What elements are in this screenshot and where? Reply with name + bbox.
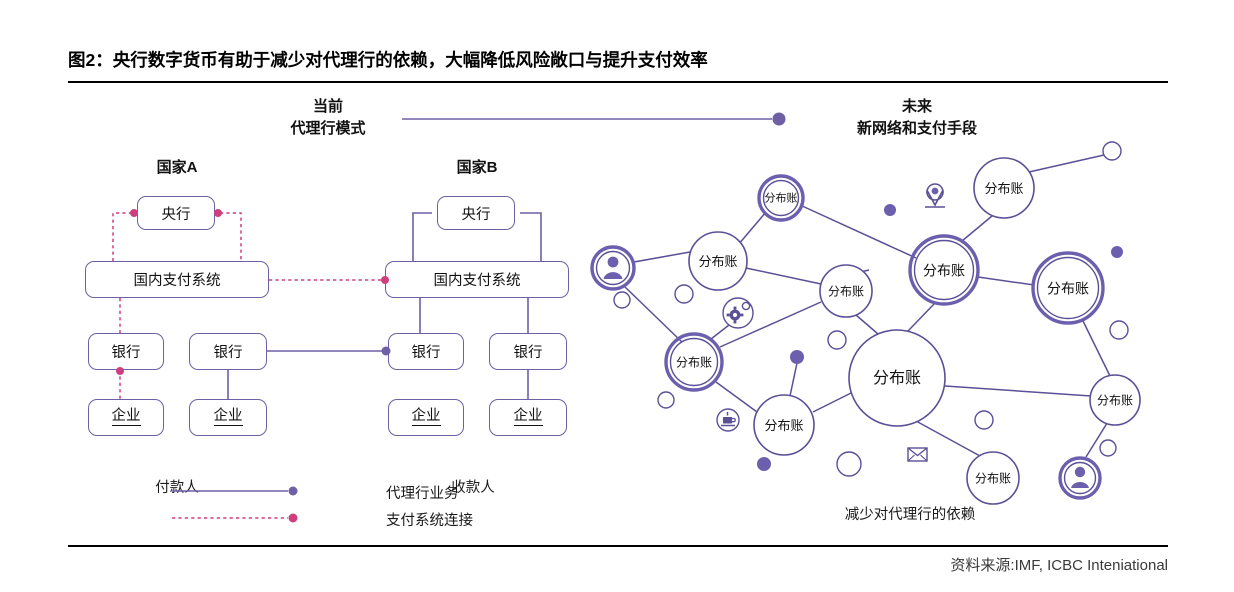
network-node-n6: 分布账: [1031, 251, 1105, 325]
header-future-line1: 未来: [901, 98, 932, 115]
page-title: 图2：央行数字货币有助于减少对代理行的依赖，大幅降低风险敞口与提升支付效率: [68, 50, 708, 70]
network-node-label: 分布账: [828, 285, 864, 299]
network-node-label: 分布账: [676, 356, 712, 370]
network-node-label: 分布账: [923, 263, 965, 279]
network-node-n10: 分布账: [1089, 374, 1141, 426]
box-country-b-enterprise-2: 企业: [489, 399, 567, 436]
network-node-n2: 分布账: [688, 231, 748, 291]
payee-label: 收款人: [451, 480, 495, 496]
source-note: 资料来源:IMF, ICBC Inteniational: [950, 557, 1168, 574]
box-label: 国内支付系统: [433, 273, 521, 289]
box-country-b-bank-2: 银行: [489, 333, 567, 370]
cup-icon: [716, 408, 740, 432]
box-label: 央行: [461, 206, 491, 223]
box-country-a-bank-1: 银行: [88, 333, 164, 370]
header-future-line2: 新网络和支付手段: [856, 119, 977, 137]
network-node-n11: 分布账: [966, 451, 1020, 505]
divider-bottom: [68, 545, 1168, 547]
network-decor-filled: [757, 204, 1123, 471]
header-future-model: 未来 新网络和支付手段: [802, 96, 1032, 140]
legend-label-payment-link: 支付系统连接: [386, 513, 473, 529]
location-pin-icon: [925, 183, 945, 208]
box-country-b-enterprise-1: 企业: [388, 399, 464, 436]
box-label: 银行: [411, 345, 441, 361]
country-b-connectors: [412, 212, 542, 399]
network-node-n8: 分布账: [664, 332, 724, 392]
box-label: 企业: [213, 408, 243, 426]
network-node-n3: 分布账: [819, 264, 873, 318]
header-current-line2: 代理行模式: [290, 119, 366, 137]
legend-label-correspondent: 代理行业务: [386, 486, 459, 502]
network-node-label: 分布账: [698, 254, 737, 269]
box-country-a-central-bank: 央行: [137, 196, 215, 230]
box-label: 企业: [111, 408, 141, 426]
country-a-connectors: [112, 209, 391, 399]
box-country-a-domestic-payment-system: 国内支付系统: [85, 261, 269, 298]
network-decor-hollow: [613, 141, 1129, 477]
network-node-n9: 分布账: [753, 394, 815, 456]
box-label: 企业: [411, 408, 441, 426]
network-node-label: 分布账: [765, 192, 798, 205]
country-a-label: 国家A: [156, 159, 198, 176]
avatar-node-right: [1058, 456, 1102, 500]
network-node-label: 分布账: [873, 369, 921, 387]
box-label: 企业: [513, 408, 543, 426]
legend-swatches: [172, 486, 298, 523]
gear-icon: [722, 297, 754, 329]
box-label: 国内支付系统: [133, 273, 221, 289]
payer-label: 付款人: [155, 480, 199, 496]
network-node-n7: 分布账: [848, 329, 946, 427]
box-label: 央行: [161, 206, 191, 223]
box-country-b-domestic-payment-system: 国内支付系统: [385, 261, 569, 298]
box-country-b-bank-1: 银行: [388, 333, 464, 370]
box-label: 银行: [513, 345, 543, 361]
network-node-label: 分布账: [984, 181, 1023, 196]
box-country-a-enterprise-1: 企业: [88, 399, 164, 436]
box-country-b-central-bank: 央行: [437, 196, 515, 230]
network-node-n4: 分布账: [908, 234, 980, 306]
network-node-label: 分布账: [764, 418, 803, 433]
country-b-label: 国家B: [456, 159, 498, 176]
network-caption: 减少对代理行的依赖: [844, 507, 976, 523]
box-label: 银行: [213, 345, 243, 361]
envelope-icon: [907, 447, 928, 462]
network-node-n1: 分布账: [757, 174, 805, 222]
network-node-label: 分布账: [975, 472, 1011, 486]
header-current-line1: 当前: [312, 98, 343, 115]
network-node-label: 分布账: [1097, 394, 1133, 408]
divider-top: [68, 81, 1168, 83]
timeline-arrow: [402, 112, 786, 126]
network-node-label: 分布账: [1047, 281, 1089, 297]
network-node-n5: 分布账: [973, 157, 1035, 219]
box-country-a-bank-2: 银行: [189, 333, 267, 370]
header-current-model: 当前 代理行模式: [243, 96, 413, 140]
box-label: 银行: [111, 345, 141, 361]
avatar-node-left: [590, 245, 636, 291]
box-country-a-enterprise-2: 企业: [189, 399, 267, 436]
